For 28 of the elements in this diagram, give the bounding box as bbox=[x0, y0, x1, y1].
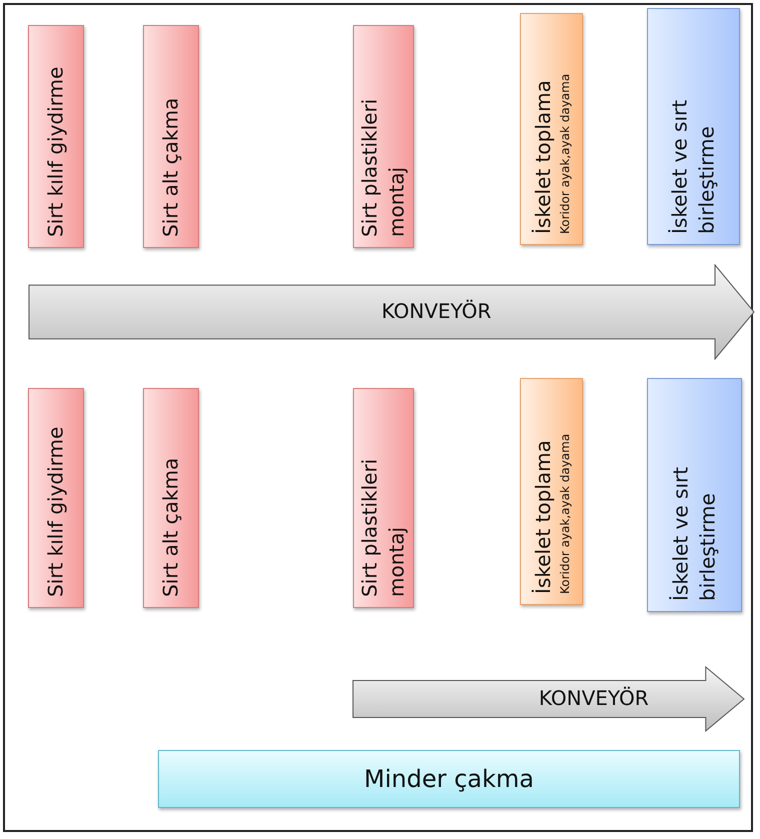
station-box bbox=[647, 8, 740, 245]
station-box bbox=[353, 388, 414, 608]
station-label: Sirt kılıf giydirme bbox=[42, 66, 68, 237]
process-box bbox=[158, 750, 740, 808]
conveyor-label: KONVEYÖR bbox=[382, 299, 492, 323]
conveyor-arrow bbox=[28, 264, 755, 360]
station-label: Sirt alt çakma bbox=[158, 456, 184, 597]
station-sublabel: Koridor ayak,ayak dayama bbox=[557, 432, 573, 594]
station-box bbox=[520, 378, 583, 605]
station-label: İskelet toplama bbox=[530, 79, 556, 234]
station-box bbox=[28, 25, 84, 248]
station-sublabel: Koridor ayak,ayak dayama bbox=[557, 72, 573, 234]
station-label: İskelet toplama bbox=[530, 439, 556, 594]
station-label: İskelet ve sırt birleştirme bbox=[668, 466, 720, 601]
station-label: Sirt kılıf giydirme bbox=[42, 426, 68, 597]
station-label: Sirt alt çakma bbox=[158, 96, 184, 237]
conveyor-label: KONVEYÖR bbox=[538, 686, 649, 710]
conveyor-arrow bbox=[352, 666, 745, 732]
station-label: Sirt plastikleri montaj bbox=[356, 458, 410, 597]
station-label: Sirt plastikleri montaj bbox=[356, 98, 410, 237]
station-box bbox=[353, 25, 414, 248]
station-box bbox=[28, 388, 84, 608]
station-box bbox=[520, 13, 583, 245]
station-box bbox=[143, 388, 199, 608]
station-box bbox=[647, 378, 742, 612]
station-label: İskelet ve sırt birleştirme bbox=[666, 98, 720, 234]
process-label: Minder çakma bbox=[364, 765, 534, 793]
station-box bbox=[143, 25, 199, 248]
